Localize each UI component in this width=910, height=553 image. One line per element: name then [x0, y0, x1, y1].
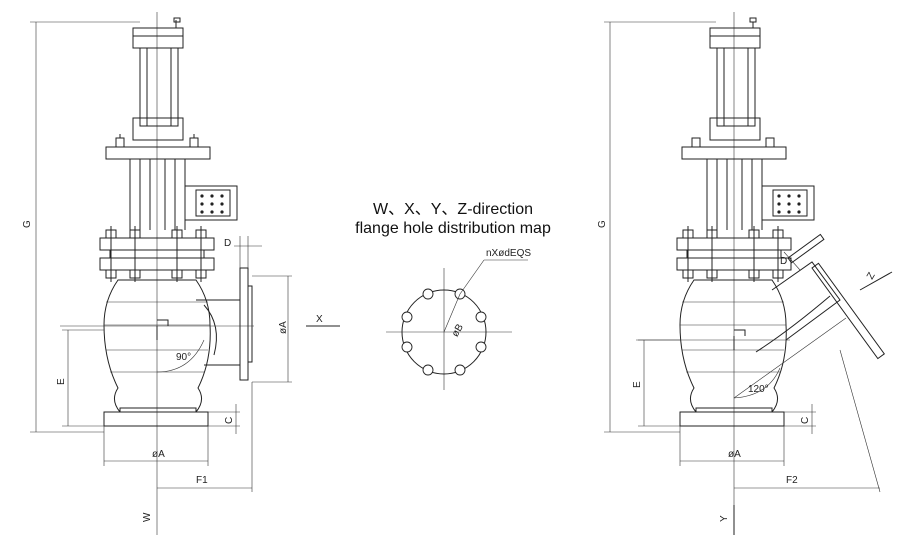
right-dim-F2: F2 — [786, 475, 798, 486]
left-valve-view: 90° G E D øA C øA F — [22, 12, 340, 535]
left-view-W: W — [142, 512, 153, 522]
right-view-Y: Y — [719, 515, 730, 522]
left-view-X: X — [316, 314, 323, 325]
title-line-1: W、X、Y、Z-direction — [373, 201, 533, 218]
left-cylinder-cap — [132, 27, 184, 49]
bolt-hole — [422, 288, 434, 300]
hole-note-label: nXødEQS — [486, 248, 531, 259]
right-dim-C: C — [800, 417, 811, 424]
left-dim-phiA-bottom: øA — [152, 449, 165, 460]
right-valve-view: 120° G E D C øA F2 Z Y — [597, 12, 893, 535]
left-dim-G: G — [22, 220, 33, 228]
right-dim-E: E — [632, 381, 643, 388]
right-yoke-plate — [681, 146, 787, 160]
bolt-hole — [475, 311, 487, 323]
left-dim-E: E — [56, 378, 67, 385]
left-dim-phiA-side: øA — [278, 321, 289, 334]
right-cylinder-body — [716, 47, 756, 127]
right-valve-body — [679, 279, 787, 413]
left-side-flange — [239, 267, 249, 381]
bolt-circle-label: øB — [450, 322, 466, 339]
left-dim-D: D — [224, 238, 231, 249]
flange-outline — [401, 289, 487, 375]
left-angle-label: 90° — [176, 352, 191, 363]
right-cylinder-cap — [709, 27, 761, 49]
bolt-hole — [401, 341, 413, 353]
right-dim-phiA-bottom: øA — [728, 449, 741, 460]
right-view-Z: Z — [865, 271, 878, 282]
right-bottom-flange — [679, 411, 785, 427]
bolt-hole — [475, 341, 487, 353]
left-bottom-flange — [103, 411, 209, 427]
flange-hole-map: nXødEQS øB — [386, 248, 531, 390]
right-positioner-box — [761, 185, 815, 221]
left-dim-F1: F1 — [196, 475, 208, 486]
right-bonnet-flange-top — [676, 237, 792, 251]
right-dim-D: D — [780, 256, 787, 267]
left-dim-C: C — [224, 417, 235, 424]
right-cylinder-base — [709, 117, 761, 141]
title-line-2: flange hole distribution map — [355, 220, 551, 237]
bolt-hole — [454, 364, 466, 376]
right-angle-label: 120° — [748, 384, 769, 395]
right-angled-flange — [811, 262, 886, 360]
left-yoke-plate — [105, 146, 211, 160]
left-bonnet-flange-bottom — [99, 257, 215, 271]
left-bonnet-flange-top — [99, 237, 215, 251]
left-cylinder-base — [132, 117, 184, 141]
bolt-hole — [422, 364, 434, 376]
left-cylinder-body — [139, 47, 179, 127]
right-bonnet-flange-bottom — [676, 257, 792, 271]
right-dim-G: G — [597, 220, 608, 228]
bolt-hole — [401, 311, 413, 323]
